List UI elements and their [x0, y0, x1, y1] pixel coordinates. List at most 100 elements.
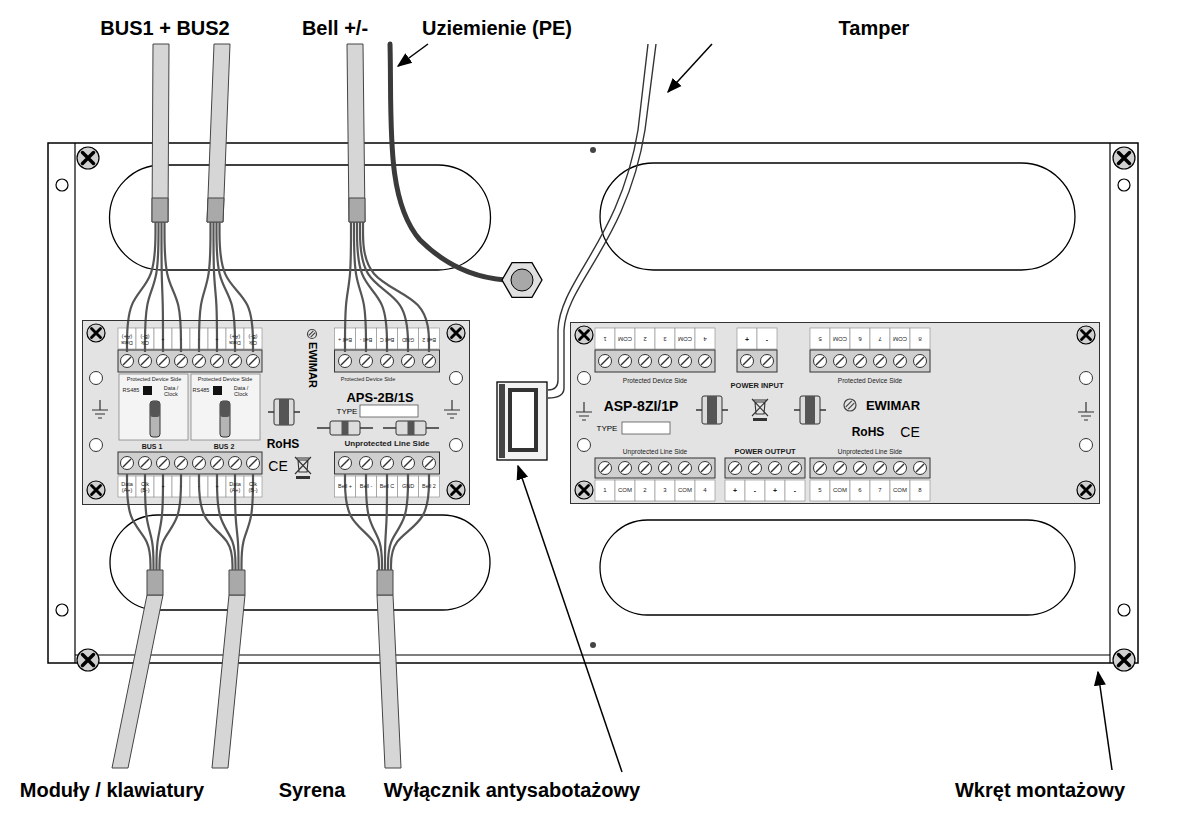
- wire: [145, 222, 159, 352]
- terminal-slot: [362, 357, 370, 365]
- terminal-slot: [916, 357, 924, 365]
- brand-logo: EWIMAR: [866, 399, 920, 412]
- leader-line: [398, 44, 428, 66]
- terminal-slot: [876, 357, 884, 365]
- terminal-screw: [423, 457, 436, 470]
- terminal-screw: [874, 355, 887, 368]
- terminal-label: GND: [398, 336, 419, 342]
- terminal-screw: [619, 355, 632, 368]
- surge-arrester: [330, 421, 360, 435]
- terminal-screw: [729, 462, 742, 475]
- cable-slot: [600, 163, 1075, 270]
- terminal-strip: [595, 458, 715, 478]
- cable-sheath: [147, 570, 163, 595]
- terminal-slot: [141, 357, 149, 365]
- screw: [1077, 326, 1095, 344]
- terminal-label: -: [745, 487, 765, 494]
- terminal-slot: [791, 464, 799, 472]
- label-cell: [810, 480, 830, 501]
- terminal-slot: [641, 464, 649, 472]
- terminal-label: -: [766, 336, 768, 343]
- ce-mark: CE: [900, 425, 919, 439]
- terminal-label: -: [190, 484, 208, 490]
- tamper-switch: [497, 382, 547, 460]
- recycling-bin-bar: [753, 418, 767, 421]
- screw: [447, 481, 465, 499]
- terminal-strip: [595, 350, 715, 372]
- terminal-slot: [425, 459, 433, 467]
- callout-label: Uziemienie (PE): [422, 18, 572, 38]
- type-label: TYPE: [597, 425, 618, 433]
- terminal-label: -: [172, 484, 190, 490]
- terminal-label: 6: [850, 487, 870, 493]
- label-cell: [655, 328, 675, 349]
- surge-arrester: [396, 421, 426, 435]
- terminal-label: Bell 2: [419, 336, 440, 342]
- screw-cross: [1082, 331, 1091, 340]
- terminal-screw: [121, 457, 134, 470]
- screw-cross: [452, 329, 461, 338]
- terminal-label: 6: [850, 336, 870, 342]
- terminal-screw: [741, 355, 754, 368]
- screw-cross: [580, 331, 589, 340]
- screw: [87, 481, 105, 499]
- terminal-slot: [816, 464, 824, 472]
- surge-arrester: [702, 396, 722, 424]
- terminal-label: -: [190, 336, 208, 342]
- terminal-label: COM: [830, 336, 850, 342]
- terminal-screw: [360, 355, 373, 368]
- label-cell: [850, 480, 870, 501]
- terminal-label: Clk (B-): [244, 482, 262, 493]
- recycling-bin-bar: [296, 476, 310, 479]
- screw: [575, 326, 593, 344]
- fuse: [220, 401, 230, 437]
- terminal-label: 8: [910, 336, 930, 342]
- screw: [77, 147, 99, 169]
- terminal-slot: [425, 357, 433, 365]
- terminal-strip: [737, 350, 777, 372]
- side-label: Unprotected Line Side: [623, 449, 687, 456]
- terminal-slot: [601, 464, 609, 472]
- terminal-slot: [383, 357, 391, 365]
- terminal-label: +: [725, 487, 745, 494]
- terminal-slot: [341, 459, 349, 467]
- wire: [360, 222, 408, 352]
- board-hole: [1080, 372, 1093, 385]
- terminal-screw: [175, 355, 188, 368]
- terminal-screw: [157, 355, 170, 368]
- screw-cross: [580, 486, 589, 495]
- terminal-slot: [816, 357, 824, 365]
- terminal-slot: [601, 357, 609, 365]
- cable: [212, 595, 245, 768]
- side-label: Unprotected Line Side: [838, 449, 902, 456]
- terminal-slot: [751, 464, 759, 472]
- terminal-slot: [213, 459, 221, 467]
- terminal-screw: [247, 457, 260, 470]
- mounting-hole: [1118, 604, 1130, 616]
- terminal-screw: [789, 462, 802, 475]
- terminal-screw: [247, 355, 260, 368]
- label-cell: [695, 328, 715, 349]
- callout-label: Moduły / klawiatury: [20, 780, 204, 800]
- terminal-slot: [404, 357, 412, 365]
- side-label: Protected Device Side: [198, 377, 252, 383]
- screw-head: [1113, 147, 1135, 169]
- surge-arrester: [800, 396, 820, 424]
- label-cell: [737, 328, 757, 349]
- terminal-label: 5: [810, 336, 830, 342]
- wire-group: [127, 222, 429, 570]
- fuse: [150, 401, 160, 437]
- cable: [347, 44, 365, 222]
- model-name: ASP-8ZI/1P: [604, 399, 679, 413]
- terminal-screw: [402, 355, 415, 368]
- screw-cross: [1119, 655, 1130, 666]
- cable-sheath: [377, 570, 393, 595]
- terminal-label: 3: [655, 336, 675, 342]
- terminal-slot: [896, 464, 904, 472]
- label-cell: [870, 328, 890, 349]
- leader-line: [518, 466, 622, 772]
- screw-cross: [1082, 486, 1091, 495]
- terminal-slot: [661, 464, 669, 472]
- terminal-slot: [771, 464, 779, 472]
- label-cell: [675, 328, 695, 349]
